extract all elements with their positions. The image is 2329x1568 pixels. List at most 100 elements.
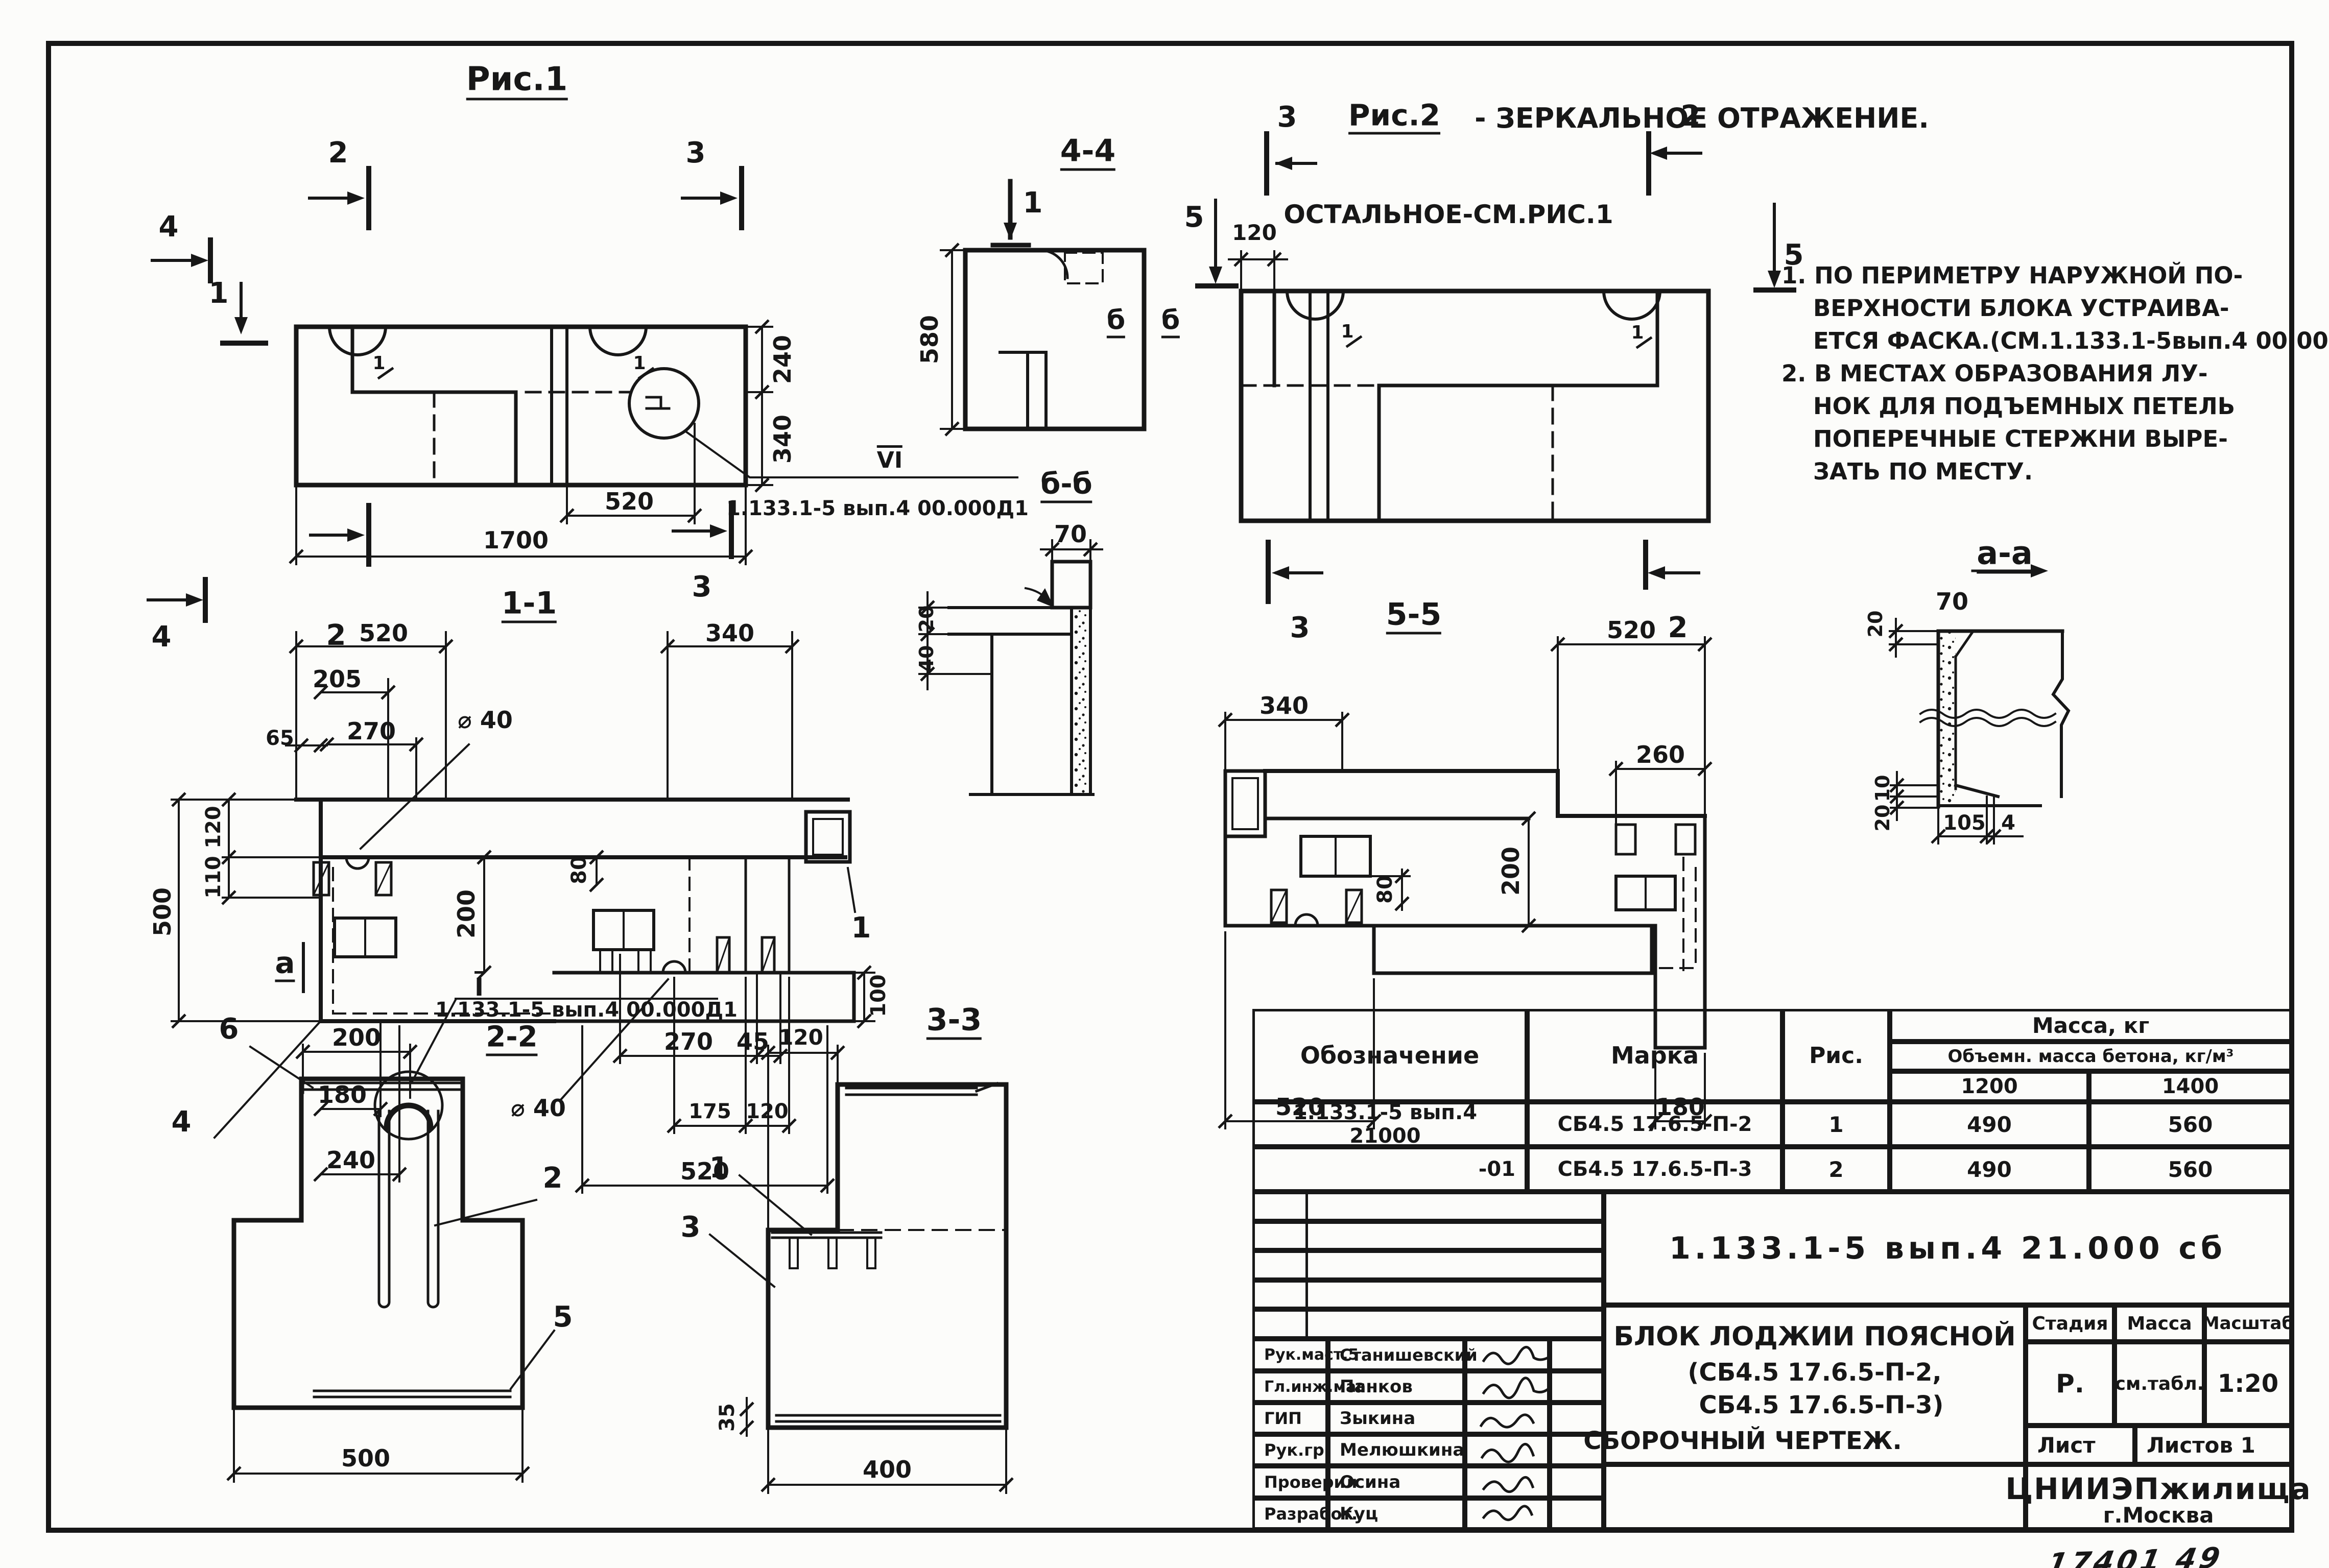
annotation-label: 6 bbox=[219, 1012, 239, 1046]
col-header-designation: Обозначение bbox=[1252, 1009, 1527, 1102]
loop-detail-circle bbox=[373, 1070, 444, 1141]
handwritten-number: 17401 49 bbox=[2045, 1541, 2226, 1568]
annotation-label: 120 bbox=[746, 1100, 789, 1123]
figure1-plan bbox=[147, 166, 1018, 623]
annotation-label: 3 bbox=[685, 136, 706, 170]
stage-label: Стадия bbox=[2026, 1305, 2114, 1342]
table-cell: 2 bbox=[1783, 1147, 1890, 1192]
annotation-label: 500 bbox=[149, 887, 176, 937]
table-cell: 560 bbox=[2089, 1147, 2292, 1192]
org-cell bbox=[2026, 1464, 2292, 1530]
table-cell: СБ4.5 17.6.5-П-2 bbox=[1527, 1102, 1783, 1147]
annotation-label: 200 bbox=[1497, 846, 1525, 896]
annotation-label: 2-2 bbox=[486, 1023, 538, 1056]
annotation-label: 520 bbox=[604, 488, 654, 515]
lifting-loop bbox=[384, 1102, 434, 1130]
annotation-label: 3 bbox=[1277, 101, 1297, 134]
drawing-title-line: (СБ4.5 17.6.5-П-2, bbox=[1688, 1358, 1942, 1387]
table-cell: СБ4.5 17.6.5-П-3 bbox=[1527, 1147, 1783, 1192]
annotation-label: 240 bbox=[769, 334, 796, 384]
signature-cell bbox=[1465, 1371, 1550, 1403]
annotation-label: 100 bbox=[867, 974, 890, 1017]
col-header-mark: Марка bbox=[1527, 1009, 1783, 1102]
signer-name: Осина bbox=[1328, 1466, 1465, 1498]
annotation-label: ⌀ 40 bbox=[511, 1094, 566, 1122]
arrowheads bbox=[186, 147, 2048, 608]
annotation-label: 180 bbox=[1655, 1093, 1705, 1121]
note-line: ЕТСЯ ФАСКА.(СМ.1.133.1-5вып.4 00.000Д) bbox=[1813, 327, 2329, 354]
mass-value: см.табл. bbox=[2114, 1342, 2204, 1426]
annotation-label: 1.133.1-5 вып.4 00.000Д1 bbox=[726, 497, 1029, 520]
signer-role: Разработ. bbox=[1252, 1498, 1358, 1530]
annotation-label: 4 bbox=[151, 620, 172, 654]
revision-row bbox=[1252, 1192, 1604, 1221]
annotation-label: 4 bbox=[171, 1105, 192, 1139]
signer-role: Рук.маст.5 bbox=[1252, 1339, 1359, 1371]
revision-row bbox=[1252, 1280, 1604, 1309]
signer-role: Рук.гр. bbox=[1252, 1434, 1330, 1466]
scale-value: 1:20 bbox=[2204, 1342, 2292, 1426]
col-header-1400: 1400 bbox=[2089, 1071, 2292, 1102]
annotation-label: 1 bbox=[709, 1151, 729, 1185]
annotation-label: 260 bbox=[1635, 741, 1685, 768]
annotation-label: 4 bbox=[158, 210, 179, 244]
signer-role: Гл.инж.мас bbox=[1252, 1371, 1365, 1403]
annotation-label: 580 bbox=[916, 315, 943, 365]
signature-cell bbox=[1465, 1339, 1550, 1371]
annotation-label: 1 bbox=[372, 353, 386, 374]
annotation-label: 5 bbox=[1784, 238, 1804, 272]
table-cell: 490 bbox=[1890, 1147, 2089, 1192]
annotation-label: 5-5 bbox=[1386, 599, 1442, 635]
date-cell bbox=[1550, 1434, 1604, 1466]
sheet-label: Лист bbox=[2026, 1426, 2135, 1464]
drawing-title-line: СБ4.5 17.6.5-П-3) bbox=[1699, 1391, 1944, 1419]
annotation-label: б-б bbox=[1040, 470, 1092, 503]
signer-role: ГИП bbox=[1252, 1403, 1328, 1434]
col-header-fig: Рис. bbox=[1783, 1009, 1890, 1102]
annotation-label: 500 bbox=[341, 1444, 391, 1472]
annotation-label: 70 bbox=[1935, 588, 1969, 615]
signature-cell bbox=[1465, 1403, 1550, 1434]
table-cell: 1 bbox=[1783, 1102, 1890, 1147]
annotation-label: 2 bbox=[328, 136, 348, 170]
annotation-label: 1 bbox=[208, 277, 229, 310]
empty-cell bbox=[1604, 1464, 2026, 1530]
annotation-label: 120 bbox=[778, 1025, 823, 1050]
annotation-label: 3 bbox=[1290, 611, 1310, 644]
note-line: НОК ДЛЯ ПОДЪЕМНЫХ ПЕТЕЛЬ bbox=[1813, 393, 2236, 420]
annotation-label: 340 bbox=[769, 414, 796, 464]
signer-name: Станишевский bbox=[1328, 1339, 1478, 1371]
annotation-label: 105 bbox=[1943, 811, 1986, 835]
annotation-label: 70 bbox=[1054, 520, 1087, 548]
section-a-a bbox=[1889, 569, 2076, 845]
annotation-label: 5 bbox=[1184, 201, 1204, 234]
annotation-label: а bbox=[275, 948, 295, 982]
sheet-frame bbox=[46, 41, 2294, 1533]
detail-circle bbox=[628, 367, 700, 440]
col-header-volmass: Объемн. масса бетона, кг/м³ bbox=[1890, 1042, 2292, 1071]
annotation-label: 20 bbox=[915, 605, 938, 633]
annotation-label: 200 bbox=[331, 1024, 382, 1051]
signer-name: Мелюшкина bbox=[1328, 1434, 1465, 1466]
divider bbox=[1305, 1192, 1308, 1339]
annotation-label: б bbox=[1106, 307, 1126, 339]
scale-label: Масштаб bbox=[2202, 1305, 2294, 1342]
drawing-title-cell bbox=[1604, 1305, 2026, 1464]
note-line: ЗАТЬ ПО МЕСТУ. bbox=[1813, 458, 2033, 485]
annotation-label: 10 bbox=[1871, 775, 1894, 802]
table-cell: 1.133.1-5 вып.4 21000 bbox=[1252, 1101, 1527, 1148]
annotation-label: 4 bbox=[2001, 811, 2015, 835]
stage-value: Р. bbox=[2026, 1342, 2114, 1426]
annotation-label: 520 bbox=[680, 1157, 730, 1185]
annotation-label: 5 bbox=[553, 1300, 573, 1334]
col-header-1200: 1200 bbox=[1890, 1071, 2089, 1102]
annotation-label: б bbox=[1161, 307, 1180, 339]
signer-name: Зыкина bbox=[1328, 1403, 1465, 1434]
lifting-pocket-arcs bbox=[327, 325, 648, 356]
signer-name: Панков bbox=[1328, 1371, 1465, 1403]
note-line: ВЕРХНОСТИ БЛОКА УСТРАИВА- bbox=[1813, 295, 2229, 322]
date-cell bbox=[1550, 1403, 1604, 1434]
notes-block: 1. ПО ПЕРИМЕТРУ НАРУЖНОЙ ПО- ВЕРХНОСТИ Б… bbox=[1781, 259, 2329, 488]
annotation-label: 1 bbox=[633, 353, 646, 374]
annotation-label: 1700 bbox=[483, 526, 549, 554]
